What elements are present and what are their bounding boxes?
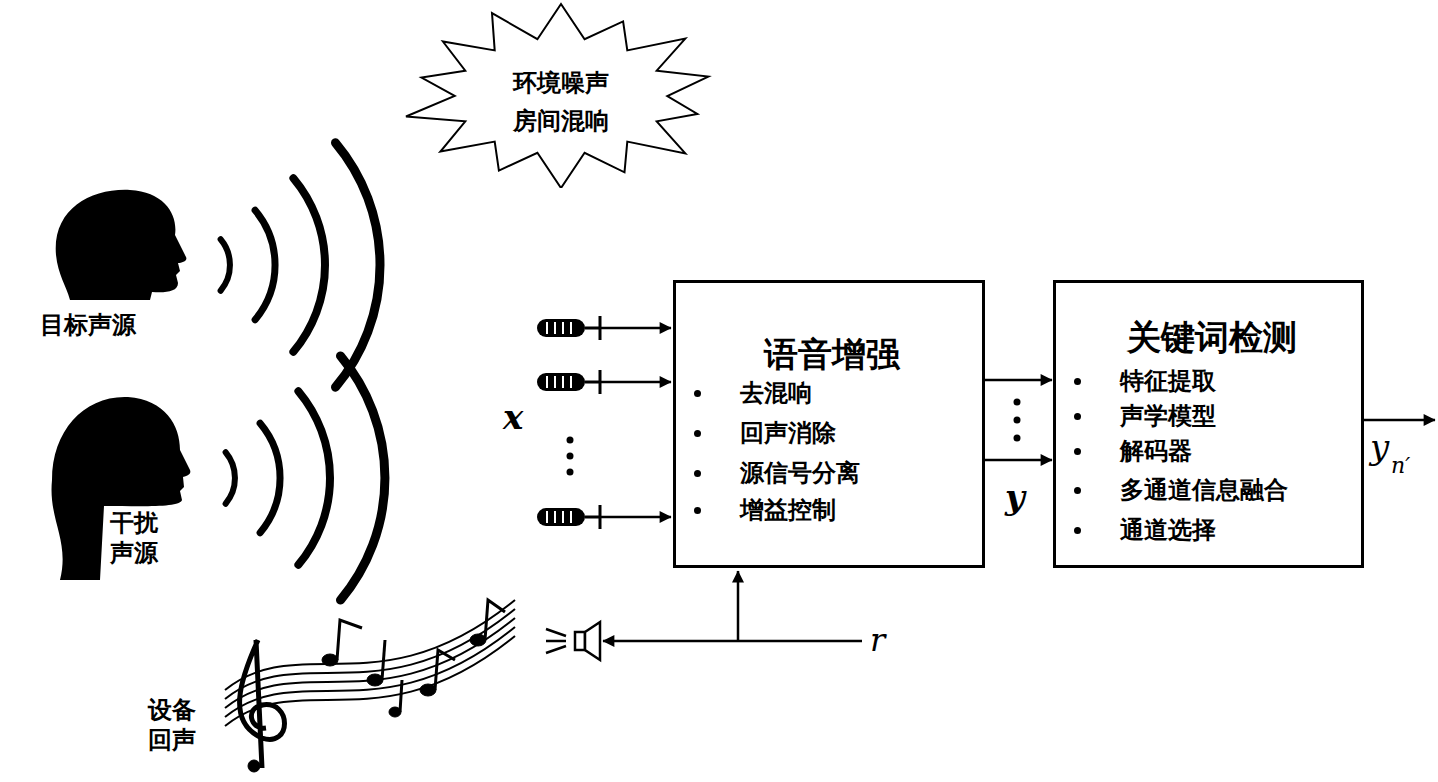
drawing-part bbox=[240, 640, 285, 768]
drawing-part bbox=[225, 609, 515, 699]
bullet-item: 源信号分离 bbox=[740, 458, 860, 488]
bullet-dot bbox=[1074, 487, 1081, 494]
drawing-part bbox=[420, 684, 436, 696]
drawing-part bbox=[600, 516, 671, 519]
signal-name: r bbox=[870, 620, 885, 660]
drawing-part bbox=[337, 620, 362, 660]
bullet-dot bbox=[1074, 527, 1081, 534]
noise-starburst: 环境噪声 房间混响 bbox=[400, 0, 722, 188]
signal-name: n′ bbox=[1391, 452, 1410, 480]
drawing-part bbox=[336, 143, 381, 387]
channel-dots bbox=[1014, 399, 1021, 442]
drawing-part bbox=[485, 600, 505, 640]
interferer-head bbox=[52, 397, 191, 580]
bullet-item: 解码器 bbox=[1120, 436, 1192, 466]
bullet-item: 声学模型 bbox=[1120, 401, 1216, 431]
drawing-part bbox=[567, 453, 574, 460]
signal-name: y bbox=[1005, 476, 1025, 519]
drawing-part bbox=[435, 650, 455, 690]
part-name: 设备 回声 bbox=[148, 695, 198, 755]
sound-waves bbox=[221, 143, 385, 600]
reference-wire bbox=[737, 571, 740, 641]
drawing-part bbox=[1014, 435, 1021, 442]
bullet-dot bbox=[694, 390, 701, 397]
starburst-shape bbox=[406, 4, 708, 188]
drawing-part bbox=[600, 327, 671, 330]
drawing-part bbox=[225, 600, 515, 690]
channel-arrow bbox=[985, 459, 1052, 462]
bullet-item: 增益控制 bbox=[740, 495, 836, 525]
drawing-part bbox=[547, 322, 571, 334]
part-name: 目标声源 bbox=[40, 310, 136, 340]
channel-arrow bbox=[985, 379, 1052, 382]
reference-wire bbox=[603, 640, 862, 643]
target-head bbox=[56, 190, 187, 300]
drawing-part bbox=[226, 452, 235, 503]
music-notes bbox=[225, 600, 515, 772]
signal-name: y bbox=[1370, 426, 1389, 469]
bullet-item: 通道选择 bbox=[1120, 515, 1216, 545]
drawing-part bbox=[225, 618, 515, 708]
drawing-part bbox=[567, 469, 574, 476]
drawing-part bbox=[547, 376, 571, 388]
bullet-dot bbox=[694, 507, 701, 514]
signal-name: x bbox=[503, 396, 523, 439]
drawing-part bbox=[293, 178, 325, 352]
drawing-part bbox=[575, 632, 585, 650]
drawing-part bbox=[1014, 417, 1021, 424]
drawing-part bbox=[225, 636, 515, 726]
drawing-part bbox=[255, 210, 275, 319]
drawing-part bbox=[1014, 399, 1021, 406]
drawing-part bbox=[537, 508, 585, 526]
bullet-item: 特征提取 bbox=[1120, 366, 1216, 396]
part-name: 干扰 声源 bbox=[110, 508, 160, 568]
node-text: 环境噪声 房间混响 bbox=[509, 64, 612, 141]
drawing-part bbox=[585, 505, 600, 529]
drawing-part bbox=[537, 319, 585, 337]
drawing-part bbox=[600, 381, 671, 384]
process-box: 关键词检测特征提取声学模型解码器多通道信息融合通道选择 bbox=[1053, 280, 1364, 568]
drawing-part bbox=[221, 239, 230, 290]
bullet-item: 多通道信息融合 bbox=[1120, 475, 1288, 505]
bullet-dot bbox=[694, 470, 701, 477]
box-title: 关键词检测 bbox=[1127, 317, 1297, 358]
bullet-item: 回声消除 bbox=[740, 418, 836, 448]
drawing-part bbox=[585, 370, 600, 394]
drawing-part bbox=[470, 634, 486, 646]
bullet-dot bbox=[694, 430, 701, 437]
drawing-part bbox=[260, 423, 280, 532]
bullet-dot bbox=[1074, 448, 1081, 455]
box-title: 语音增强 bbox=[764, 334, 900, 375]
drawing-part bbox=[322, 654, 338, 666]
drawing-part bbox=[341, 356, 385, 600]
microphones bbox=[537, 316, 671, 529]
drawing-part bbox=[382, 640, 385, 680]
drawing-part bbox=[585, 622, 600, 660]
drawing-part bbox=[367, 674, 383, 686]
drawing-part bbox=[547, 511, 571, 523]
process-box: 语音增强去混响回声消除源信号分离增益控制 bbox=[673, 280, 985, 568]
bullet-dot bbox=[1074, 413, 1081, 420]
drawing-part bbox=[298, 391, 330, 565]
drawing-part bbox=[567, 437, 574, 444]
bullet-item: 去混响 bbox=[740, 378, 812, 408]
drawing-part bbox=[585, 316, 600, 340]
bullet-dot bbox=[1074, 378, 1081, 385]
loudspeaker bbox=[546, 622, 600, 660]
drawing-part bbox=[537, 373, 585, 391]
output-arrow bbox=[1364, 419, 1435, 422]
drawing-part bbox=[248, 760, 260, 772]
drawing-part bbox=[400, 680, 402, 712]
drawing-part bbox=[546, 629, 566, 653]
